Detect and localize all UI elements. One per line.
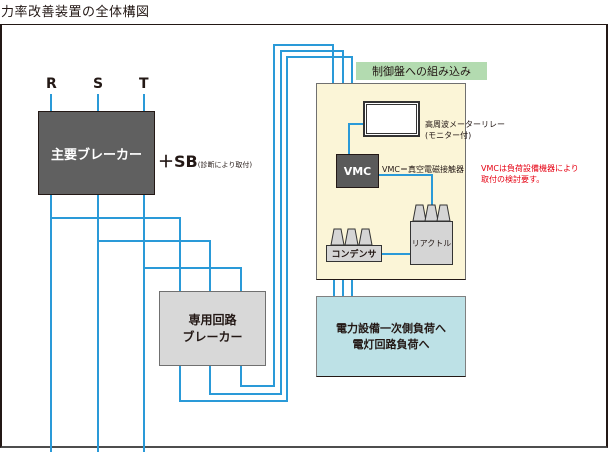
vmc-box: VMC	[336, 154, 379, 188]
load-line2: 電灯回路負荷へ	[352, 337, 430, 351]
branch-s	[98, 240, 211, 291]
vmc-reactor-wire	[379, 174, 433, 205]
loop-3	[240, 44, 334, 387]
reactor-label: リアクトル	[411, 238, 452, 248]
sb-note: ＋SB(診断により取付)	[158, 148, 252, 172]
meter-relay-line1: 高周波メーターリレー	[425, 120, 505, 129]
cond-bushing-1	[330, 228, 345, 246]
dedicated-breaker-line1: 専用回路	[188, 312, 237, 327]
diagram-frame	[0, 24, 608, 448]
loop-1	[179, 56, 353, 402]
loop-2	[209, 50, 344, 395]
monitor-vmc-wire	[348, 123, 364, 154]
phase-r-label: R	[46, 76, 57, 92]
phase-t-label: T	[139, 76, 149, 92]
condenser-label: コンデンサ	[331, 250, 377, 260]
phase-s-label: S	[93, 76, 104, 92]
sb-sub-label: (診断により取付)	[197, 161, 253, 169]
load-line1: 電力設備一次側負荷へ	[336, 321, 446, 335]
control-panel-label: 制御盤への組み込み	[356, 62, 487, 80]
meter-relay-label: 高周波メーターリレー (モニター付)	[425, 119, 505, 141]
reactor-bushing-2	[424, 204, 439, 222]
control-panel-label-text: 制御盤への組み込み	[372, 65, 471, 78]
main-breaker: 主要ブレーカー	[38, 111, 155, 195]
vmc-label: VMC	[343, 164, 372, 178]
reactor-box: リアクトル	[410, 221, 453, 265]
sb-label: ＋SB	[158, 152, 198, 171]
reactor-bushing-3	[436, 204, 451, 222]
diagram-title: 力率改善装置の全体構図	[1, 5, 150, 20]
reactor-bushing-1	[412, 204, 427, 222]
cond-bushing-2	[344, 228, 359, 246]
vmc-description: VMC＝真空電磁接触器	[382, 165, 464, 174]
cond-bushing-3	[358, 228, 373, 246]
load-box: 電力設備一次側負荷へ 電灯回路負荷へ	[316, 296, 466, 377]
vmc-note-line2: 取付の検討要す。	[481, 175, 545, 184]
vmc-note: VMCは負荷設備機器により 取付の検討要す。	[481, 163, 579, 185]
meter-relay-monitor	[363, 101, 420, 137]
condenser-box: コンデンサ	[326, 245, 382, 262]
branch-t	[144, 267, 242, 291]
branch-r	[51, 217, 181, 291]
main-breaker-label: 主要ブレーカー	[50, 147, 142, 163]
dedicated-breaker: 専用回路 ブレーカー	[159, 291, 266, 366]
vmc-note-line1: VMCは負荷設備機器により	[481, 164, 579, 173]
meter-relay-line2: (モニター付)	[425, 131, 472, 140]
dedicated-breaker-line2: ブレーカー	[182, 329, 243, 344]
